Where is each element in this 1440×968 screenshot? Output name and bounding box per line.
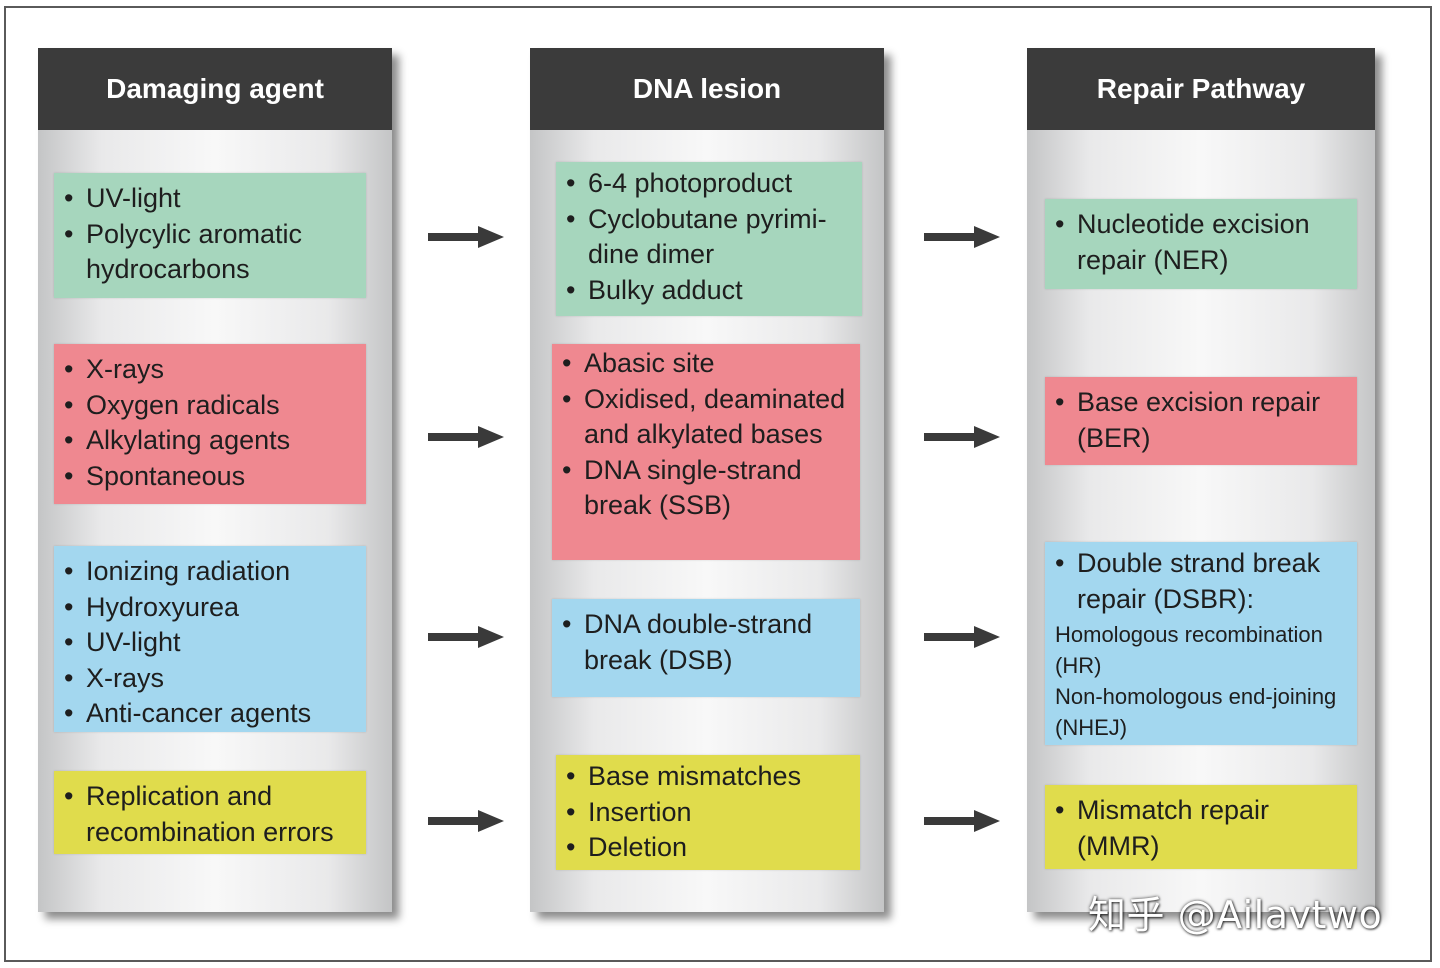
- list-item-continuation: dine dimer: [588, 239, 715, 269]
- list-item: X-rays: [62, 661, 356, 697]
- list-item: Alkylating agents: [62, 423, 356, 459]
- arrow-right-icon: [428, 810, 504, 832]
- arrow-right-icon: [924, 626, 1000, 648]
- watermark: 知乎 @Ailavtwo: [1088, 893, 1383, 937]
- arrow-right-icon: [924, 226, 1000, 248]
- list-item: UV-light: [62, 181, 356, 217]
- sub-item-hr: Homologous recombination (HR): [1055, 622, 1323, 678]
- list-item: Hydroxyurea: [62, 590, 356, 626]
- list-item: Bulky adduct: [564, 273, 852, 309]
- column-damaging-agent: Damaging agent UV-light Polycylic aromat…: [38, 48, 392, 912]
- list-item: Double strand break repair (DSBR):: [1053, 546, 1347, 617]
- list-item: X-rays: [62, 352, 356, 388]
- list-item: 6-4 photoproduct: [564, 166, 852, 202]
- dna-lesion-box-abasic: Abasic site Oxidised, deaminated and alk…: [552, 344, 860, 560]
- column-header-repair-pathway: Repair Pathway: [1027, 48, 1375, 130]
- list-item: Nucleotide excision repair (NER): [1053, 207, 1347, 278]
- arrow-right-icon: [428, 226, 504, 248]
- arrow-right-icon: [924, 426, 1000, 448]
- list-item: Oxidised, deaminated and alkylated bases: [560, 382, 850, 453]
- repair-box-dsbr: Double strand break repair (DSBR): Homol…: [1045, 542, 1357, 745]
- list-item: UV-light: [62, 625, 356, 661]
- figure-frame: [4, 6, 1432, 962]
- column-repair-pathway: Repair Pathway Nucleotide excision repai…: [1027, 48, 1375, 912]
- list-item: Base mismatches: [564, 759, 850, 795]
- list-item: Deletion: [564, 830, 850, 866]
- damaging-agent-box-ionizing: Ionizing radiation Hydroxyurea UV-light …: [54, 546, 366, 732]
- list-item: Ionizing radiation: [62, 554, 356, 590]
- list-item: Cyclobutane pyrimi-: [564, 202, 852, 238]
- list-item: DNA single-strand break (SSB): [560, 453, 850, 524]
- arrow-right-icon: [428, 426, 504, 448]
- list-item: Abasic site: [560, 346, 850, 382]
- dna-lesion-box-dsb: DNA double-strand break (DSB): [552, 599, 860, 697]
- list-item: Polycylic aromatic hydrocarbons: [62, 217, 356, 288]
- list-item: DNA double-strand break (DSB): [560, 607, 850, 678]
- damaging-agent-box-xrays: X-rays Oxygen radicals Alkylating agents…: [54, 344, 366, 504]
- list-item: Insertion: [564, 795, 850, 831]
- arrow-right-icon: [428, 626, 504, 648]
- sub-item-nhej: Non-homologous end-joining (NHEJ): [1055, 684, 1337, 740]
- list-item: Oxygen radicals: [62, 388, 356, 424]
- column-header-dna-lesion: DNA lesion: [530, 48, 884, 130]
- list-item: Mismatch repair (MMR): [1053, 793, 1347, 864]
- list-item: Base excision repair (BER): [1053, 385, 1347, 456]
- repair-box-ner: Nucleotide excision repair (NER): [1045, 199, 1357, 289]
- dna-lesion-box-photoproduct: 6-4 photoproduct Cyclobutane pyrimi- din…: [556, 162, 862, 316]
- damaging-agent-box-uv: UV-light Polycylic aromatic hydrocarbons: [54, 173, 366, 298]
- list-item: Replication and recombination errors: [62, 779, 356, 850]
- list-item: Anti-cancer agents: [62, 696, 356, 732]
- column-header-damaging-agent: Damaging agent: [38, 48, 392, 130]
- damaging-agent-box-replication: Replication and recombination errors: [54, 771, 366, 854]
- repair-box-mmr: Mismatch repair (MMR): [1045, 785, 1357, 869]
- repair-box-ber: Base excision repair (BER): [1045, 377, 1357, 465]
- dna-lesion-box-mismatch: Base mismatches Insertion Deletion: [556, 755, 860, 870]
- list-item: Spontaneous: [62, 459, 356, 495]
- arrow-right-icon: [924, 810, 1000, 832]
- column-dna-lesion: DNA lesion 6-4 photoproduct Cyclobutane …: [530, 48, 884, 912]
